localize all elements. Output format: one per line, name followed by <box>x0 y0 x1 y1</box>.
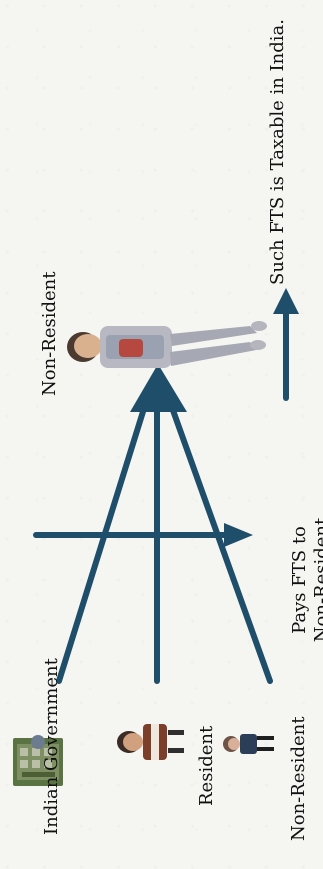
arrow-lines <box>59 402 270 681</box>
non-resident-person-icon <box>223 734 274 754</box>
pays-fts-line-1: Pays FTS to <box>289 526 310 634</box>
resident-label: Resident <box>196 734 218 806</box>
resident-person-icon <box>117 724 184 760</box>
fts-taxable-label: Such FTS is Taxable in India. <box>267 11 289 293</box>
non-resident-recipient-label: Non-Resident <box>39 276 61 396</box>
pays-fts-line-2: Non-Resident <box>311 518 323 642</box>
arrow-line-nonresident <box>170 402 270 681</box>
non-resident-businessman-figure <box>67 321 267 368</box>
non-resident-payer-label: Non-Resident <box>288 721 310 841</box>
indian-government-label: Indian Government <box>41 667 63 835</box>
apex-arrowhead <box>130 364 187 412</box>
pays-fts-label: Pays FTS to Non-Resident <box>289 510 323 650</box>
arrow-line-government <box>59 402 146 681</box>
taxable-arrow <box>273 288 299 398</box>
